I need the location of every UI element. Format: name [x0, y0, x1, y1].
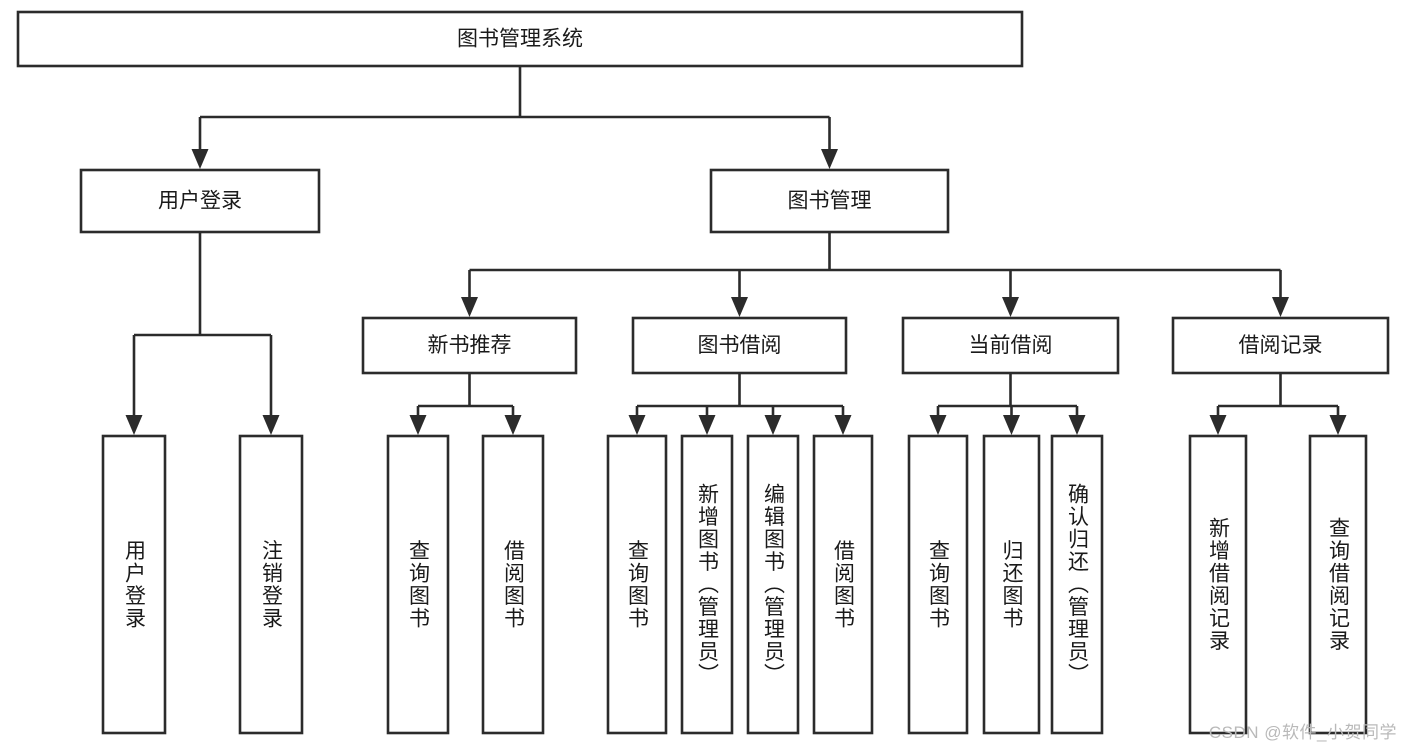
- edges-layer: [125, 66, 1347, 435]
- arrow-head-icon: [191, 149, 209, 169]
- node-box-leaf-borrow-book-2[interactable]: [812, 434, 874, 735]
- node-label-current: 当前借阅: [969, 334, 1053, 357]
- node-leaf-query-book-1[interactable]: 查询图书: [386, 434, 450, 735]
- node-box-records[interactable]: [1171, 316, 1390, 375]
- arrow-head-icon: [1068, 415, 1086, 435]
- node-box-leaf-return-book[interactable]: [982, 434, 1041, 735]
- node-leaf-query-book-2[interactable]: 查询图书: [606, 434, 668, 735]
- node-label-leaf-query-book-1: 查询图书: [407, 540, 431, 630]
- node-current[interactable]: 当前借阅: [901, 316, 1120, 375]
- node-label-leaf-borrow-book-1: 借阅图书: [502, 540, 526, 630]
- arrow-head-icon: [698, 415, 716, 435]
- node-leaf-user-login[interactable]: 用户登录: [101, 434, 167, 735]
- arrow-head-icon: [1003, 415, 1020, 435]
- node-label-newbook: 新书推荐: [428, 334, 512, 357]
- node-box-leaf-confirm-return[interactable]: [1050, 434, 1104, 735]
- node-box-leaf-query-book-3[interactable]: [907, 434, 969, 735]
- node-box-borrow[interactable]: [631, 316, 848, 375]
- arrow-head-icon: [731, 297, 748, 317]
- node-root[interactable]: 图书管理系统: [16, 10, 1024, 68]
- node-leaf-add-book[interactable]: 新增图书（管理员）: [680, 434, 734, 735]
- arrow-head-icon: [125, 415, 143, 435]
- node-label-records: 借阅记录: [1239, 334, 1323, 357]
- arrow-head-icon: [628, 415, 646, 435]
- node-box-bookmgmt[interactable]: [709, 168, 950, 234]
- node-label-leaf-edit-book: 编辑图书（管理员）: [762, 483, 786, 686]
- node-box-leaf-query-book-2[interactable]: [606, 434, 668, 735]
- csdn-watermark: CSDN @软件_小贺同学: [1208, 723, 1397, 742]
- arrow-head-icon: [1209, 415, 1227, 435]
- node-leaf-query-record[interactable]: 查询借阅记录: [1308, 434, 1368, 735]
- arrow-head-icon: [929, 415, 947, 435]
- node-label-leaf-query-book-2: 查询图书: [626, 540, 650, 630]
- node-leaf-logout[interactable]: 注销登录: [238, 434, 304, 735]
- node-label-borrow: 图书借阅: [698, 334, 782, 357]
- node-label-leaf-add-record: 新增借阅记录: [1207, 517, 1231, 652]
- node-box-leaf-borrow-book-1[interactable]: [481, 434, 545, 735]
- arrow-head-icon: [262, 415, 280, 435]
- node-box-root[interactable]: [16, 10, 1024, 68]
- node-label-leaf-add-book: 新增图书（管理员）: [696, 483, 720, 686]
- node-label-leaf-confirm-return: 确认归还（管理员）: [1066, 483, 1090, 686]
- arrow-head-icon: [504, 415, 522, 435]
- arrow-head-icon: [461, 297, 478, 317]
- arrow-head-icon: [1002, 297, 1019, 317]
- node-label-login: 用户登录: [158, 190, 242, 213]
- arrow-head-icon: [834, 415, 852, 435]
- node-leaf-borrow-book-1[interactable]: 借阅图书: [481, 434, 545, 735]
- node-label-leaf-logout: 注销登录: [260, 540, 284, 630]
- node-label-root: 图书管理系统: [457, 28, 583, 51]
- node-leaf-edit-book[interactable]: 编辑图书（管理员）: [746, 434, 800, 735]
- node-leaf-confirm-return[interactable]: 确认归还（管理员）: [1050, 434, 1104, 735]
- node-leaf-query-book-3[interactable]: 查询图书: [907, 434, 969, 735]
- node-box-current[interactable]: [901, 316, 1120, 375]
- node-login[interactable]: 用户登录: [79, 168, 321, 234]
- nodes-layer: 图书管理系统用户登录图书管理新书推荐图书借阅当前借阅借阅记录用户登录注销登录查询…: [16, 10, 1390, 735]
- node-leaf-add-record[interactable]: 新增借阅记录: [1188, 434, 1248, 735]
- node-label-bookmgmt: 图书管理: [788, 190, 872, 213]
- node-label-leaf-query-book-3: 查询图书: [927, 540, 951, 630]
- node-label-leaf-return-book: 归还图书: [1000, 540, 1024, 630]
- arrow-head-icon: [409, 415, 427, 435]
- node-leaf-borrow-book-2[interactable]: 借阅图书: [812, 434, 874, 735]
- node-records[interactable]: 借阅记录: [1171, 316, 1390, 375]
- node-label-leaf-user-login: 用户登录: [123, 540, 147, 630]
- node-box-leaf-add-record[interactable]: [1188, 434, 1248, 735]
- arrow-head-icon: [821, 149, 838, 169]
- node-newbook[interactable]: 新书推荐: [361, 316, 578, 375]
- node-box-leaf-query-book-1[interactable]: [386, 434, 450, 735]
- node-label-leaf-query-record: 查询借阅记录: [1327, 517, 1351, 652]
- node-box-leaf-query-record[interactable]: [1308, 434, 1368, 735]
- arrow-head-icon: [1329, 415, 1347, 435]
- node-box-leaf-add-book[interactable]: [680, 434, 734, 735]
- node-label-leaf-borrow-book-2: 借阅图书: [832, 540, 856, 630]
- node-box-login[interactable]: [79, 168, 321, 234]
- node-box-newbook[interactable]: [361, 316, 578, 375]
- arrow-head-icon: [1272, 297, 1289, 317]
- node-box-leaf-logout[interactable]: [238, 434, 304, 735]
- arrow-head-icon: [764, 415, 782, 435]
- node-box-leaf-edit-book[interactable]: [746, 434, 800, 735]
- node-leaf-return-book[interactable]: 归还图书: [982, 434, 1041, 735]
- node-bookmgmt[interactable]: 图书管理: [709, 168, 950, 234]
- node-borrow[interactable]: 图书借阅: [631, 316, 848, 375]
- node-box-leaf-user-login[interactable]: [101, 434, 167, 735]
